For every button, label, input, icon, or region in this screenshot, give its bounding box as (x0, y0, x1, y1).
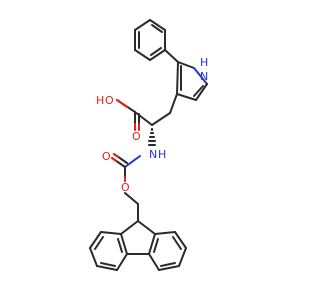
fluorene-group (89, 220, 187, 271)
calpha-cooh-bond (134, 111, 153, 126)
structure-svg: H N H O O N H O O (89, 19, 208, 271)
oh-o-label: O (105, 94, 114, 107)
ch2-calpha-bond (151, 112, 171, 126)
carbamate-o-single-label: O (121, 181, 130, 194)
carbamate-o-double-label: O (102, 150, 111, 163)
amide-n-label: N (149, 148, 157, 161)
stereo-wedge (148, 128, 156, 146)
phenyl-ring (134, 19, 166, 61)
phenyl-pyrrole-bond (164, 49, 179, 63)
acid-o-label: O (132, 130, 141, 143)
ring-h-label: H (200, 56, 208, 69)
ring-n-label: N (200, 70, 208, 83)
molecule-canvas: H N H O O N H O O (89, 19, 209, 271)
pyrrole-ring (176, 61, 208, 101)
n-carbonyl-bond (124, 155, 141, 168)
amide-h-label: H (158, 148, 166, 161)
o-ch2-bond (124, 192, 139, 205)
oh-h-label: H (96, 94, 104, 107)
pyrrole-ch2-bond (169, 93, 178, 114)
